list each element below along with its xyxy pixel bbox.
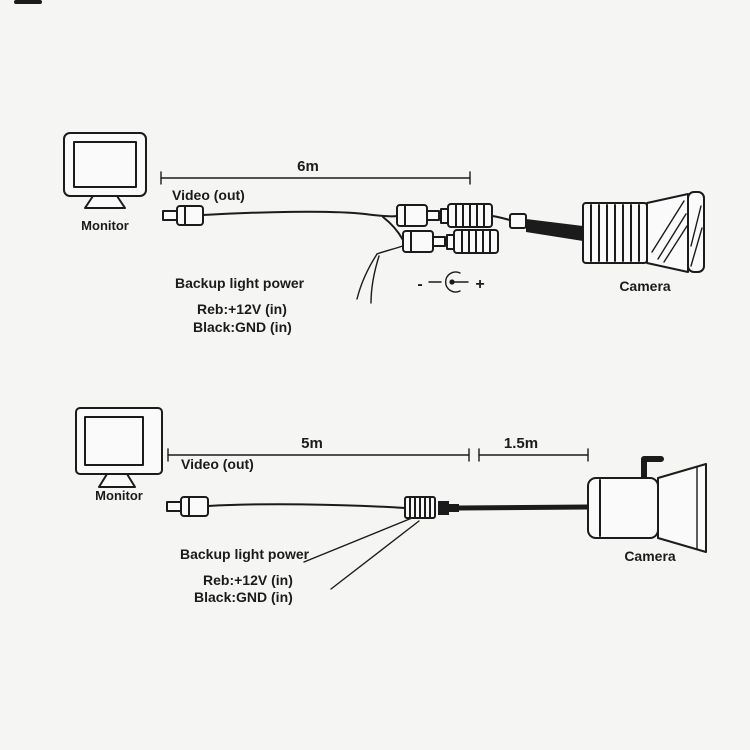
polarity-minus-label: - <box>417 276 422 293</box>
connector-link-top <box>491 215 511 221</box>
camera-pigtail <box>641 456 664 480</box>
dimension-6m <box>160 171 471 185</box>
power-wires-top <box>356 245 404 304</box>
backup-power-bottom-label: Backup light power <box>180 546 310 562</box>
bottom-diagram: Monitor 5m 1.5m Video (out) <box>75 407 707 605</box>
rca-plug-monitor-top <box>162 205 204 226</box>
camera-bottom-icon <box>587 456 707 553</box>
backup-power-top-label: Backup light power <box>175 275 305 291</box>
monitor-top-icon <box>63 132 147 209</box>
black-wire-top-label: Black:GND (in) <box>193 319 292 335</box>
camera-top-icon <box>582 191 705 273</box>
camera-top-label: Camera <box>619 278 671 294</box>
rca-plug-monitor-bottom <box>166 496 209 517</box>
video-cable-bottom <box>207 503 406 509</box>
polarity-sleeve-arc <box>444 271 461 293</box>
red-wire-top-label: Reb:+12V (in) <box>197 301 287 317</box>
inline-connector-bottom <box>404 496 436 519</box>
rca-pair-power <box>402 229 499 254</box>
branch-cable-top <box>382 216 404 241</box>
rca-pair-video <box>396 203 493 228</box>
dc-plug-top <box>509 213 527 229</box>
dimension-5m <box>167 448 470 462</box>
black-wire-bottom-label: Black:GND (in) <box>194 589 293 605</box>
video-cable-top <box>202 210 398 218</box>
dimension-1-5m-label: 1.5m <box>504 435 538 452</box>
dimension-1-5m <box>478 448 589 462</box>
polarity-plus-label: + <box>475 276 484 293</box>
monitor-bottom-icon <box>75 407 163 488</box>
dimension-6m-label: 6m <box>297 158 319 175</box>
mini-plug-tip <box>449 504 459 512</box>
monitor-top-label: Monitor <box>81 218 129 233</box>
dimension-5m-label: 5m <box>301 435 323 452</box>
mini-plug-body <box>438 501 449 515</box>
camera-bottom-label: Camera <box>624 548 676 564</box>
polarity-symbol: - + <box>417 271 485 293</box>
top-diagram: Monitor 6m Video (out) <box>63 132 705 335</box>
red-wire-bottom-label: Reb:+12V (in) <box>203 572 293 588</box>
photo-edge-artifact <box>14 0 42 4</box>
camera-cable-top <box>526 219 583 241</box>
monitor-bottom-label: Monitor <box>95 488 143 503</box>
video-out-bottom-label: Video (out) <box>181 456 254 472</box>
camera-cable-bottom <box>456 504 591 511</box>
video-out-top-label: Video (out) <box>172 187 245 203</box>
leader-lines-bottom <box>303 517 420 590</box>
